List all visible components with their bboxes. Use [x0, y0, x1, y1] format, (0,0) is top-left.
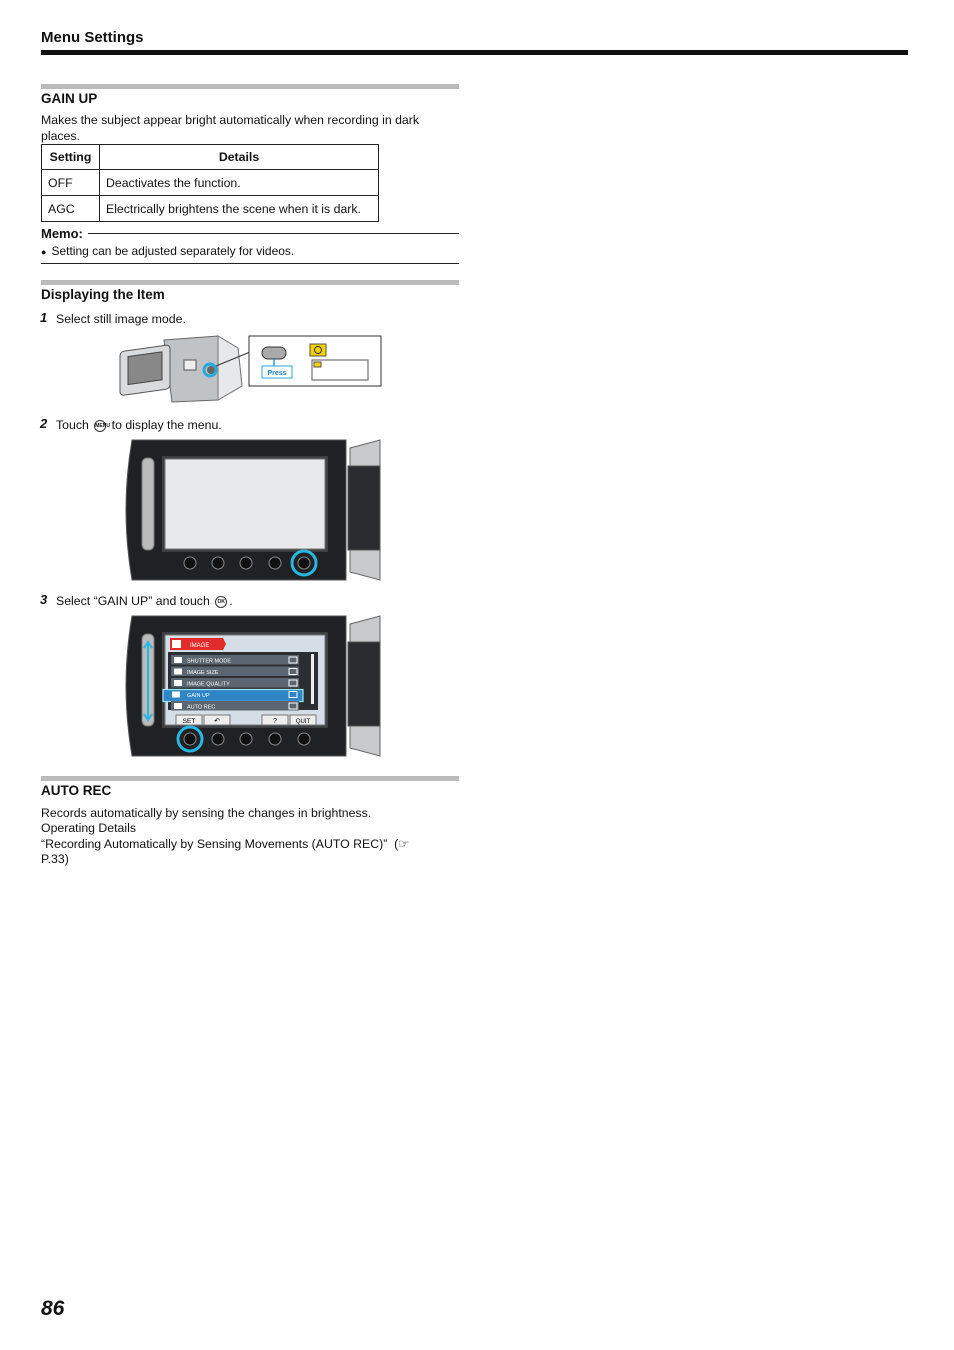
table-header-row: Setting Details — [41, 144, 379, 170]
table-cell-setting: AGC — [41, 195, 100, 222]
table-header-details: Details — [99, 144, 379, 170]
displaying-title: Displaying the Item — [41, 287, 165, 302]
menu-item-icon — [174, 680, 182, 686]
menu-item[interactable] — [171, 655, 299, 665]
menu-item-selected[interactable] — [162, 688, 304, 703]
callout-line — [215, 351, 251, 367]
set-button-label: SET — [183, 718, 196, 725]
table-cell-setting: OFF — [41, 169, 100, 196]
touch-sensor-strip — [141, 457, 155, 551]
step-text: Touch MENU to display the menu. — [56, 418, 222, 432]
memo-bottom-rule — [41, 263, 459, 264]
page-header-title: Menu Settings — [41, 29, 144, 46]
step-text-before: Touch — [56, 418, 89, 432]
operating-details-label: Operating Details — [41, 821, 137, 835]
step-text-after: . — [229, 594, 233, 608]
menu-item-label: AUTO REC — [187, 705, 215, 711]
step-text: Select still image mode. — [56, 312, 186, 326]
lcd-menu-figure: IMAGE SHUTTER MODE IMAGE SIZE IMAGE QUALIT… — [125, 615, 381, 757]
table-header-setting: Setting — [41, 144, 100, 170]
menu-item-icon — [174, 657, 182, 663]
memo-item-text: Setting can be adjusted separately for v… — [51, 244, 295, 258]
back-arrow-icon: ↶ — [214, 717, 220, 725]
auto-rec-title: AUTO REC — [41, 783, 112, 798]
auto-rec-line: Records automatically by sensing the cha… — [41, 806, 372, 820]
highlight-ring-icon — [202, 362, 218, 378]
menu-item-label: IMAGE SIZE — [187, 670, 219, 676]
menu-button-icon: MENU — [94, 419, 110, 432]
menu-highlight-ring-icon — [290, 549, 318, 577]
menu-item[interactable] — [171, 701, 299, 711]
gain-up-title: GAIN UP — [41, 91, 98, 106]
quit-button-label: QUIT — [296, 719, 311, 725]
table-cell-details: Electrically brightens the scene when it… — [99, 195, 379, 222]
menu-tab — [170, 638, 226, 650]
menu-bottom-bar: SET ↶ ? QUIT — [175, 714, 317, 726]
lcd-panel-figure — [125, 439, 381, 581]
help-button-label: ? — [273, 718, 277, 725]
menu-item-value-icon — [288, 702, 298, 710]
step-text: Select “GAIN UP” and touch OK. — [56, 594, 233, 608]
back-button[interactable] — [203, 714, 231, 726]
auto-rec-reference-link[interactable]: “Recording Automatically by Sensing Move… — [41, 837, 410, 851]
menu-item-value-icon — [288, 679, 298, 687]
step-number: 1 — [40, 310, 48, 325]
step-number: 3 — [40, 592, 48, 607]
menu-item[interactable] — [171, 678, 299, 688]
section-divider — [41, 776, 459, 781]
section-divider — [41, 84, 459, 89]
menu-item-label: IMAGE QUALITY — [187, 682, 230, 688]
gain-up-description: Makes the subject appear bright automati… — [41, 113, 419, 143]
section-divider — [41, 280, 459, 285]
press-label: Press — [267, 370, 286, 377]
camcorder-illustration — [119, 335, 243, 403]
bullet-icon: ● — [41, 247, 47, 257]
camera-mode-icon — [309, 343, 327, 357]
memo-label: Memo: — [41, 226, 85, 241]
step-number: 2 — [40, 416, 48, 431]
set-button[interactable] — [175, 714, 203, 726]
camera-tab-icon — [172, 640, 181, 648]
panel-buttons — [183, 732, 311, 746]
menu-item-value-icon — [288, 691, 298, 698]
help-button[interactable] — [261, 714, 289, 726]
menu-item-icon — [172, 691, 180, 698]
memo-item: ● Setting can be adjusted separately for … — [41, 244, 294, 261]
menu-item-label: SHUTTER MODE — [187, 659, 231, 665]
menu-tab-label: IMAGE — [190, 643, 209, 649]
menu-item-value-icon — [288, 668, 298, 675]
menu-item[interactable] — [171, 666, 299, 677]
memo-rule — [88, 233, 459, 234]
ok-button-icon: OK — [215, 595, 228, 608]
table-row: AGC Electrically brightens the scene whe… — [41, 195, 379, 222]
menu-items: SHUTTER MODE IMAGE SIZE IMAGE QUALITY GAIN … — [162, 655, 304, 711]
page-reference[interactable]: P.33) — [41, 852, 69, 866]
mode-button-icon — [261, 346, 287, 360]
camera-figure: Press — [119, 335, 382, 403]
table-row: OFF Deactivates the function. — [41, 169, 379, 196]
menu-item-icon — [174, 668, 182, 675]
table-cell-details: Deactivates the function. — [99, 169, 379, 196]
press-tag — [261, 365, 293, 379]
step-text-after: to display the menu. — [111, 418, 222, 432]
ok-highlight-ring-icon — [176, 725, 204, 753]
header-rule — [41, 50, 908, 55]
panel-buttons — [183, 556, 311, 570]
lcd-screen — [164, 458, 326, 550]
step-text-before: Select “GAIN UP” and touch — [56, 594, 210, 608]
menu-scrollbar[interactable] — [311, 654, 314, 704]
menu-item-icon — [174, 703, 182, 709]
quit-button[interactable] — [289, 714, 317, 726]
menu-item-value-icon — [288, 656, 298, 664]
page-number: 86 — [41, 1297, 65, 1320]
settings-table: Setting Details OFF Deactivates the func… — [41, 144, 379, 222]
menu-item-label: GAIN UP — [187, 693, 210, 699]
